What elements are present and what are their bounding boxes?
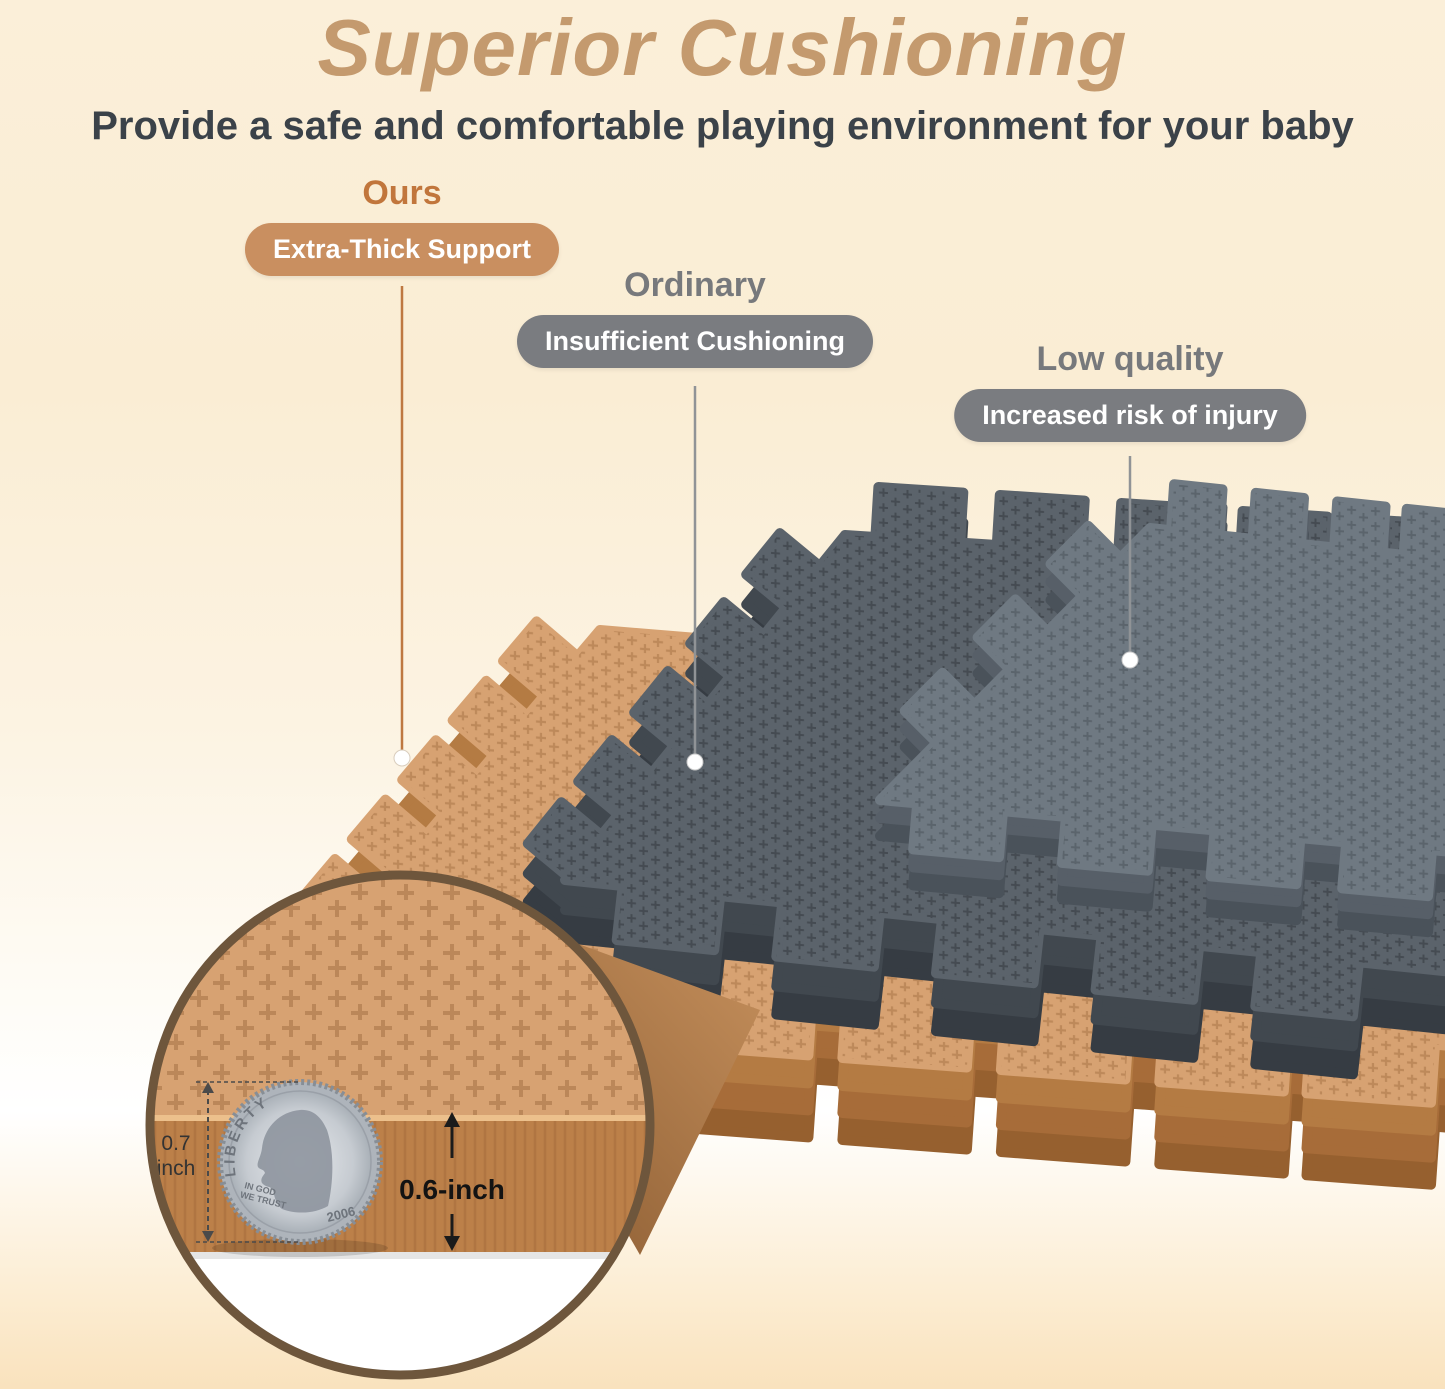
page-subtitle: Provide a safe and comfortable playing e… (91, 104, 1354, 148)
coin-year-text: 2006 (325, 1203, 357, 1225)
leader-dot-ours (393, 749, 411, 767)
callout-low-quality-badge: Increased risk of injury (954, 389, 1306, 442)
leader-ours (393, 286, 411, 767)
callout-low-quality: Low quality Increased risk of injury (954, 342, 1306, 442)
magnifier-inset: LIBERTY IN GOD WE TRUST 2006 0.7 (145, 870, 655, 1380)
page-title: Superior Cushioning (317, 3, 1128, 92)
leader-ordinary (686, 386, 704, 771)
callout-ordinary: Ordinary Insufficient Cushioning (517, 268, 873, 368)
magnifier-rim (145, 870, 655, 1380)
callout-ours-name: Ours (362, 174, 442, 212)
callout-ordinary-name: Ordinary (624, 266, 766, 304)
leader-low-quality (1121, 456, 1139, 669)
coin-portrait (257, 1109, 333, 1213)
callout-low-quality-name: Low quality (1036, 340, 1224, 378)
coin-thickness-measure (196, 1081, 300, 1243)
mat-thickness-measure (444, 1112, 460, 1251)
callout-ours: Ours Extra-Thick Support (244, 174, 560, 276)
dime-coin: LIBERTY IN GOD WE TRUST 2006 (217, 1079, 383, 1245)
leader-dot-low-quality (1121, 651, 1139, 669)
mat-thickness-label: 0.6-inch (399, 1174, 505, 1205)
callout-ours-badge: Extra-Thick Support (244, 223, 560, 276)
leader-dot-ordinary (686, 753, 704, 771)
coin-thickness-unit: inch (157, 1157, 196, 1180)
coin-thickness-value: 0.7 (161, 1132, 190, 1155)
callout-ordinary-badge: Insufficient Cushioning (517, 315, 873, 368)
